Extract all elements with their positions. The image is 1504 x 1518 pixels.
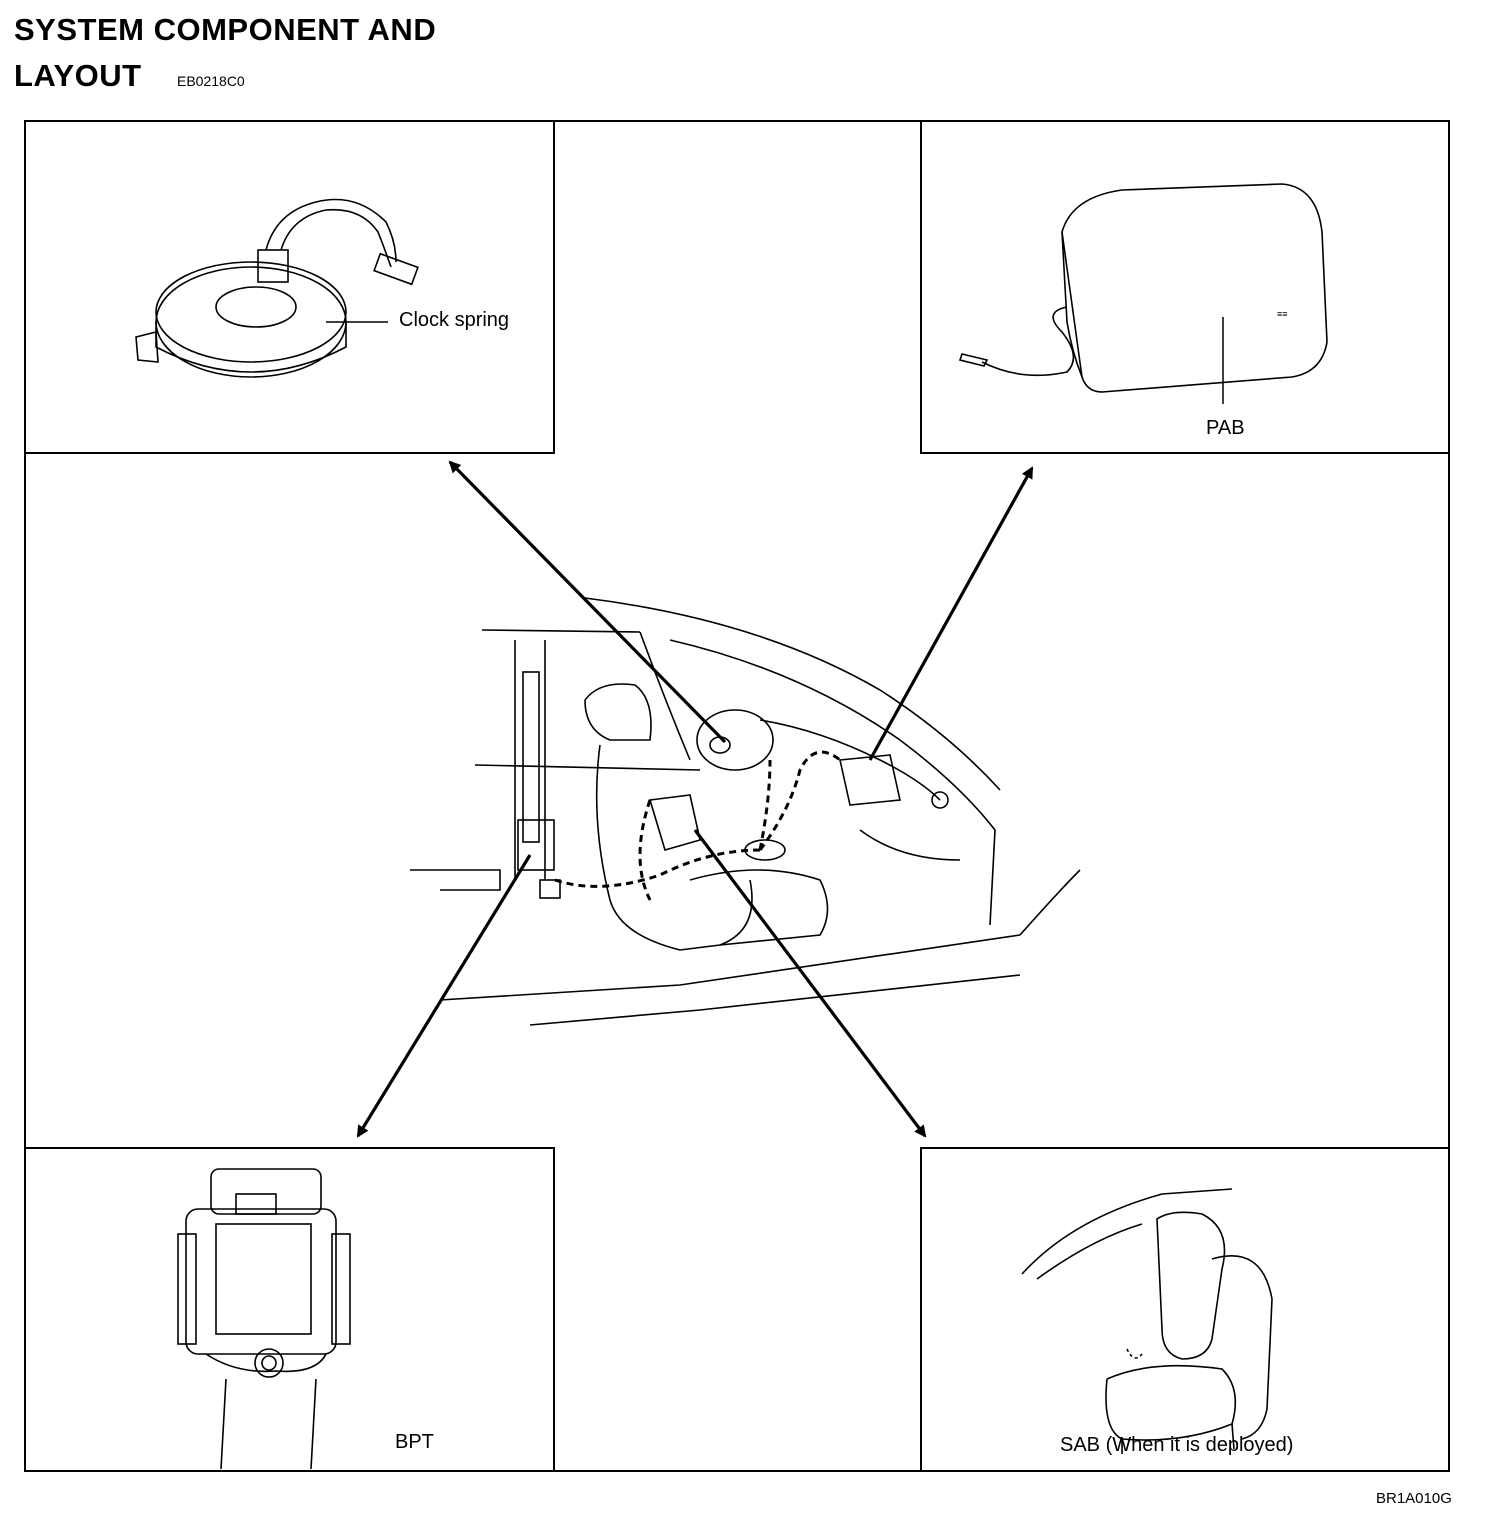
arrow-pab [868,466,1034,761]
svg-text:≡≡: ≡≡ [1277,309,1288,319]
clock-spring-label: Clock spring [399,309,510,331]
bpt-illustration [177,1168,351,1470]
arrow-bpt [356,854,532,1138]
clock-spring-panel: Clock spring [24,120,555,454]
diagram-frame [24,120,1450,1472]
sab-label: SAB (When it is deployed) [1060,1434,1294,1456]
figure-id: BR1A010G [1376,1490,1452,1507]
bpt-label: BPT [395,1431,434,1453]
clock-spring-illustration [135,198,419,378]
sab-illustration [1021,1188,1273,1454]
car-interior-illustration [410,597,1081,1026]
pab-illustration: ≡≡ [958,183,1328,404]
arrow-sab [693,829,927,1138]
sab-panel: SAB (When it is deployed) [920,1147,1450,1472]
arrow-clock-spring [448,460,727,744]
page-title-line1: SYSTEM COMPONENT AND [14,12,437,47]
pab-panel: ≡≡ PAB [920,120,1450,454]
section-code: EB0218C0 [177,73,245,89]
bpt-panel: BPT [24,1147,555,1472]
callout-arrows [356,460,1034,1138]
airbag-harness [554,750,841,901]
pab-label: PAB [1206,417,1245,439]
page-title-line2: LAYOUT [14,58,142,93]
